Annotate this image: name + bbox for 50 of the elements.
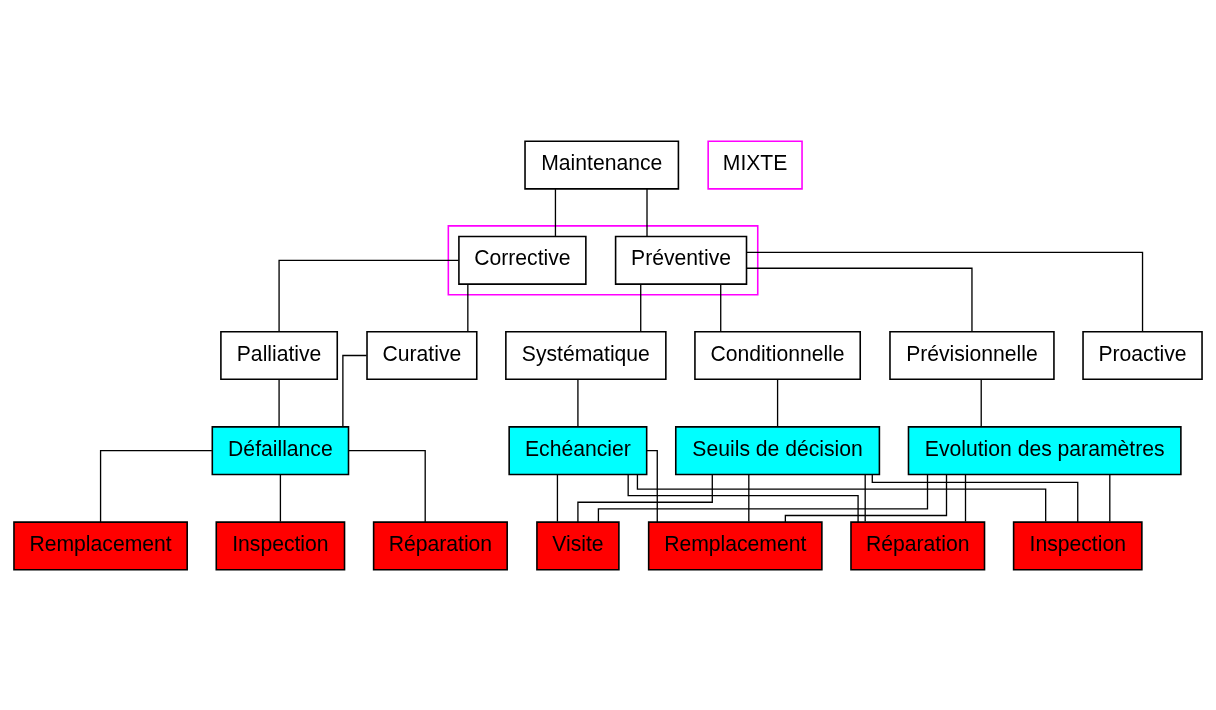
connector xyxy=(640,283,642,332)
node-box: Maintenance xyxy=(524,140,680,190)
node-box: Inspection xyxy=(1012,520,1143,570)
node-box: Proactive xyxy=(1082,330,1203,380)
node-box: Conditionnelle xyxy=(694,330,862,380)
connector xyxy=(99,449,213,523)
connector xyxy=(776,378,779,427)
node-box: Palliative xyxy=(220,330,339,380)
connector xyxy=(636,473,1047,522)
connector xyxy=(784,473,948,523)
connector xyxy=(467,283,469,332)
node-box: MIXTE xyxy=(707,140,803,190)
node-box: Préventive xyxy=(614,235,748,285)
connector xyxy=(597,473,929,522)
connector xyxy=(278,378,280,427)
node-box: Echéancier xyxy=(508,425,648,475)
node-box: Systématique xyxy=(505,330,667,380)
connector xyxy=(347,449,426,523)
node-box: Défaillance xyxy=(211,425,350,475)
node-box: Evolution des paramètres xyxy=(907,425,1182,475)
node-box: Seuils de décision xyxy=(674,425,881,475)
connector xyxy=(864,473,866,522)
node-box: Réparation xyxy=(372,520,508,570)
connector xyxy=(720,283,722,332)
node-box: Remplacement xyxy=(647,520,823,570)
connector xyxy=(577,473,713,523)
connector xyxy=(646,449,658,523)
node-box: Remplacement xyxy=(13,520,188,570)
node-box: Inspection xyxy=(215,520,346,570)
connector xyxy=(556,473,559,522)
cluster xyxy=(447,224,759,295)
connector xyxy=(342,354,368,427)
node-box: Visite xyxy=(536,520,620,570)
connector xyxy=(746,251,1144,332)
connector xyxy=(627,473,859,523)
node-box: Réparation xyxy=(850,520,986,570)
connector xyxy=(1109,473,1111,522)
node-box: Curative xyxy=(366,330,478,380)
node-box: Prévisionnelle xyxy=(889,330,1055,380)
connector xyxy=(748,473,750,522)
connector xyxy=(746,267,973,332)
connector xyxy=(646,187,648,237)
connector xyxy=(980,378,982,427)
node-box: Corrective xyxy=(458,235,587,285)
connector xyxy=(964,473,967,522)
connector xyxy=(278,259,460,332)
connector xyxy=(577,378,579,427)
connector xyxy=(554,187,557,237)
connector xyxy=(279,473,282,522)
connector xyxy=(871,473,1079,523)
